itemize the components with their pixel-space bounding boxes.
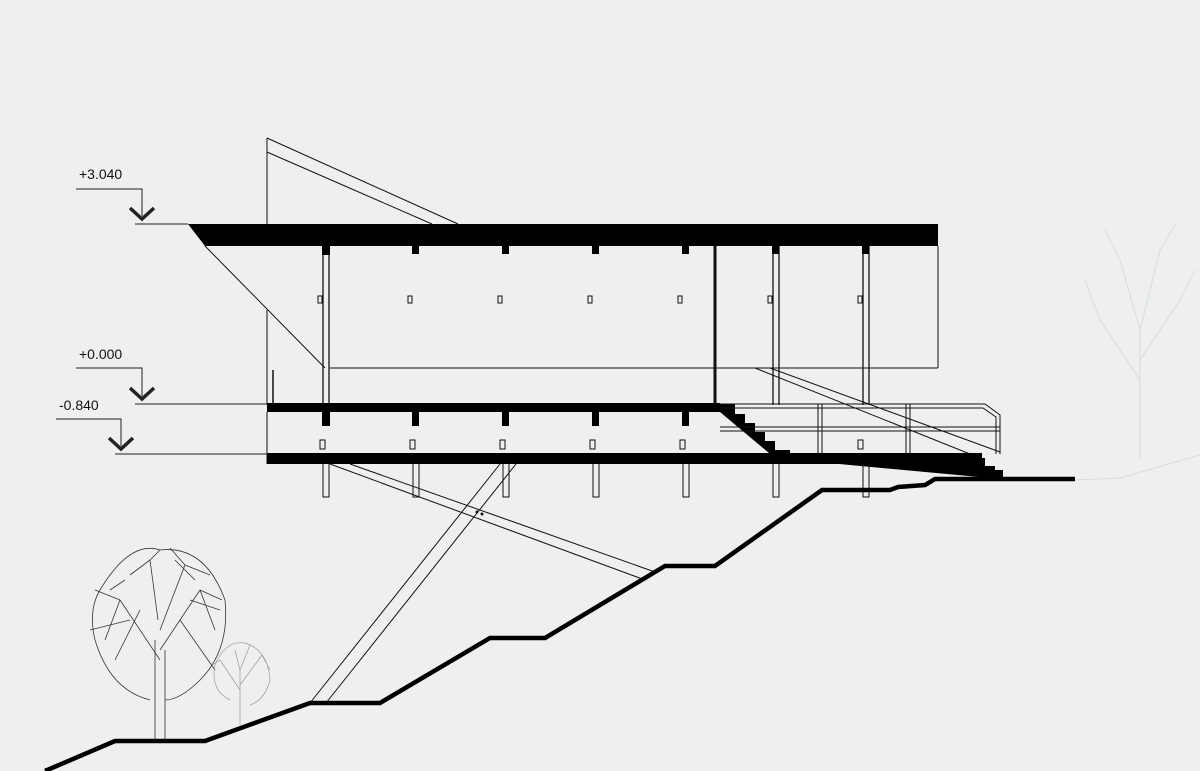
tree-icon <box>89 547 227 741</box>
ground-line <box>44 476 1075 771</box>
level-label-roof: +3.040 <box>79 166 123 182</box>
building-section <box>188 137 1003 704</box>
level-label-floor: +0.000 <box>79 346 123 362</box>
background-tree-icon <box>1074 224 1200 481</box>
level-markers <box>56 188 267 455</box>
level-label-lower: -0.840 <box>59 397 99 413</box>
small-tree-icon <box>211 642 271 725</box>
